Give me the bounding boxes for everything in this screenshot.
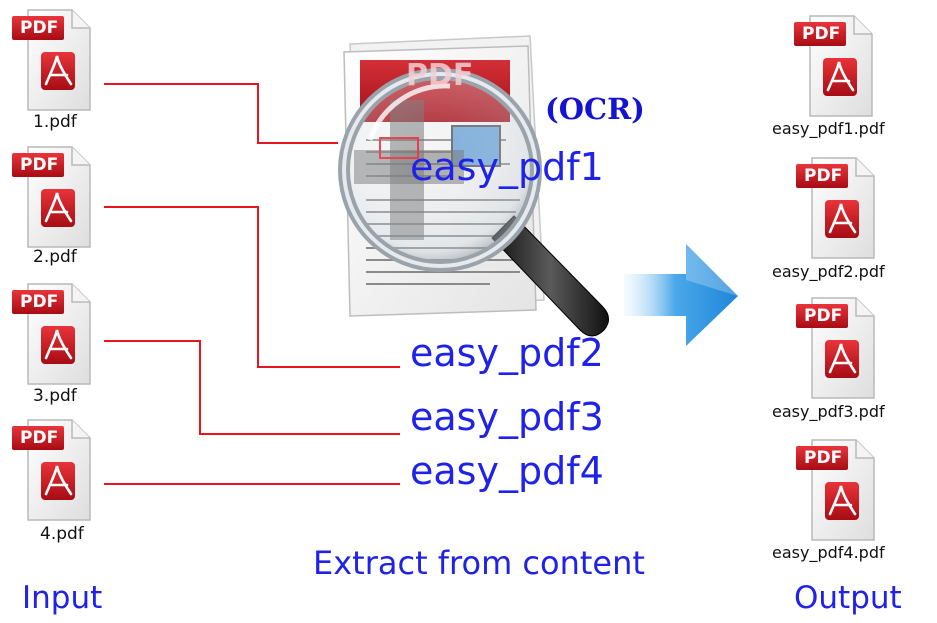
pdf-icon-text: PDF (20, 292, 59, 312)
extracted-name: easy_pdf1 (410, 145, 604, 189)
pdf-icon-text: PDF (20, 18, 59, 38)
extract-caption: Extract from content (313, 544, 645, 582)
pdf-icon-text: PDF (20, 155, 59, 175)
input-file-name: 2.pdf (33, 247, 77, 267)
input-file-name: 4.pdf (40, 524, 84, 544)
output-title: Output (794, 580, 902, 616)
extracted-name: easy_pdf4 (410, 449, 604, 493)
document-icon-text: PDF (406, 58, 474, 93)
output-file-name: easy_pdf3.pdf (772, 402, 885, 421)
output-file-name: easy_pdf4.pdf (772, 543, 885, 562)
document-magnifier-illustration (338, 35, 609, 337)
pdf-file-icon[interactable]: PDF (10, 416, 92, 524)
pdf-file-icon[interactable]: PDF (10, 280, 92, 388)
output-file-name: easy_pdf2.pdf (772, 262, 885, 281)
pdf-icon-text: PDF (802, 24, 841, 44)
pdf-icon-text: PDF (804, 306, 843, 326)
connector-2 (104, 206, 400, 368)
pdf-file-icon[interactable]: PDF (10, 6, 92, 114)
pdf-file-icon[interactable]: PDF (794, 436, 876, 544)
connector-3 (104, 340, 400, 435)
input-file-name: 1.pdf (33, 112, 77, 132)
pdf-file-icon[interactable]: PDF (10, 143, 92, 251)
pdf-icon-text: PDF (804, 166, 843, 186)
ocr-badge: (OCR) (545, 92, 645, 126)
pdf-icon-text: PDF (804, 448, 843, 468)
output-file-name: easy_pdf1.pdf (772, 119, 885, 138)
pdf-file-icon[interactable]: PDF (792, 12, 874, 120)
extracted-name: easy_pdf2 (410, 331, 604, 375)
pdf-icon-text: PDF (20, 428, 59, 448)
right-arrow-icon (624, 244, 738, 346)
input-file-name: 3.pdf (33, 386, 77, 406)
pdf-file-icon[interactable]: PDF (794, 154, 876, 262)
extracted-name: easy_pdf3 (410, 395, 604, 439)
pdf-file-icon[interactable]: PDF (794, 294, 876, 402)
input-title: Input (22, 580, 103, 616)
connector-1 (104, 83, 338, 144)
